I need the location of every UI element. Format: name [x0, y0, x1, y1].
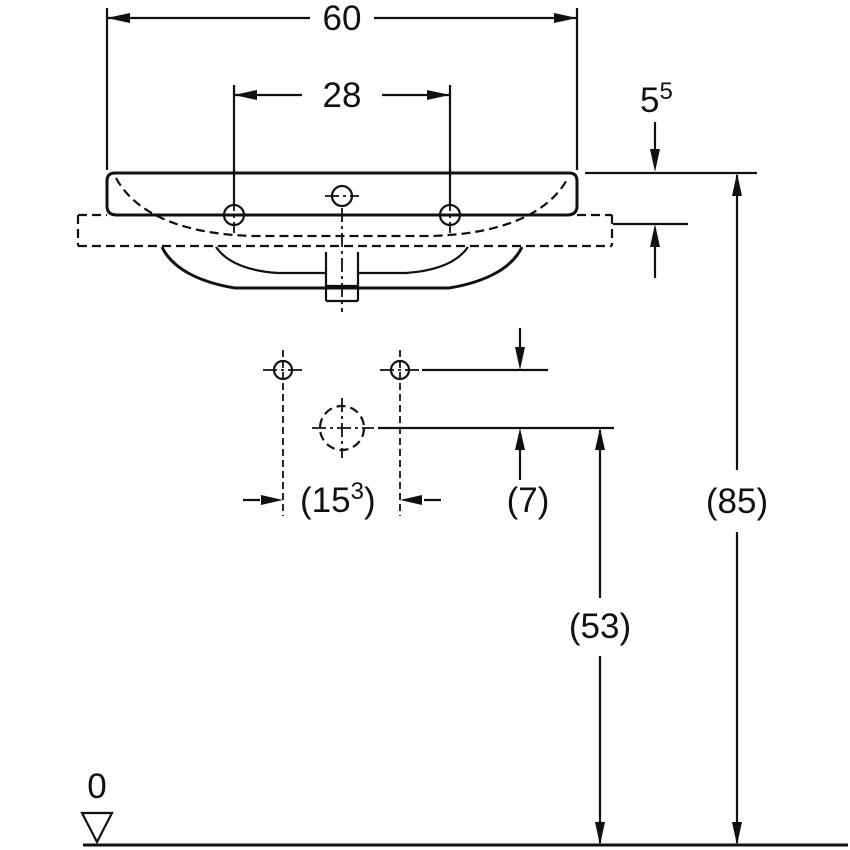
- dim-rim-height-label: 55: [640, 78, 673, 120]
- fixing-hole-right: [380, 350, 420, 516]
- overflow-hole: [325, 184, 359, 208]
- dim-tap-spacing-label: 28: [323, 76, 362, 115]
- washtop-hidden-outline: [76, 213, 614, 248]
- bowl-underside: [160, 208, 524, 312]
- datum-triangle-icon: [80, 811, 114, 845]
- dim-hole-offset: (7): [422, 328, 549, 520]
- dim-overall-height: (85): [585, 171, 768, 845]
- dim-overall-height-label: (85): [706, 482, 768, 521]
- fixing-hole-left: [263, 350, 303, 516]
- datum-zero-label: 0: [87, 767, 106, 806]
- dim-overall-width-label: 60: [323, 0, 362, 38]
- dim-fixing-spacing: (153): [243, 478, 441, 520]
- dim-fixing-spacing-label: (153): [300, 478, 376, 520]
- dim-outlet-height-label: (53): [569, 607, 631, 646]
- drain-outlet: [312, 398, 374, 458]
- dim-tap-spacing: 28: [232, 76, 452, 204]
- dim-hole-offset-label: (7): [507, 481, 550, 520]
- floor-datum: 0: [80, 767, 848, 847]
- dim-outlet-height: (53): [378, 426, 631, 845]
- dim-overall-width: 60: [105, 0, 579, 170]
- dim-rim-height: 55: [613, 78, 688, 278]
